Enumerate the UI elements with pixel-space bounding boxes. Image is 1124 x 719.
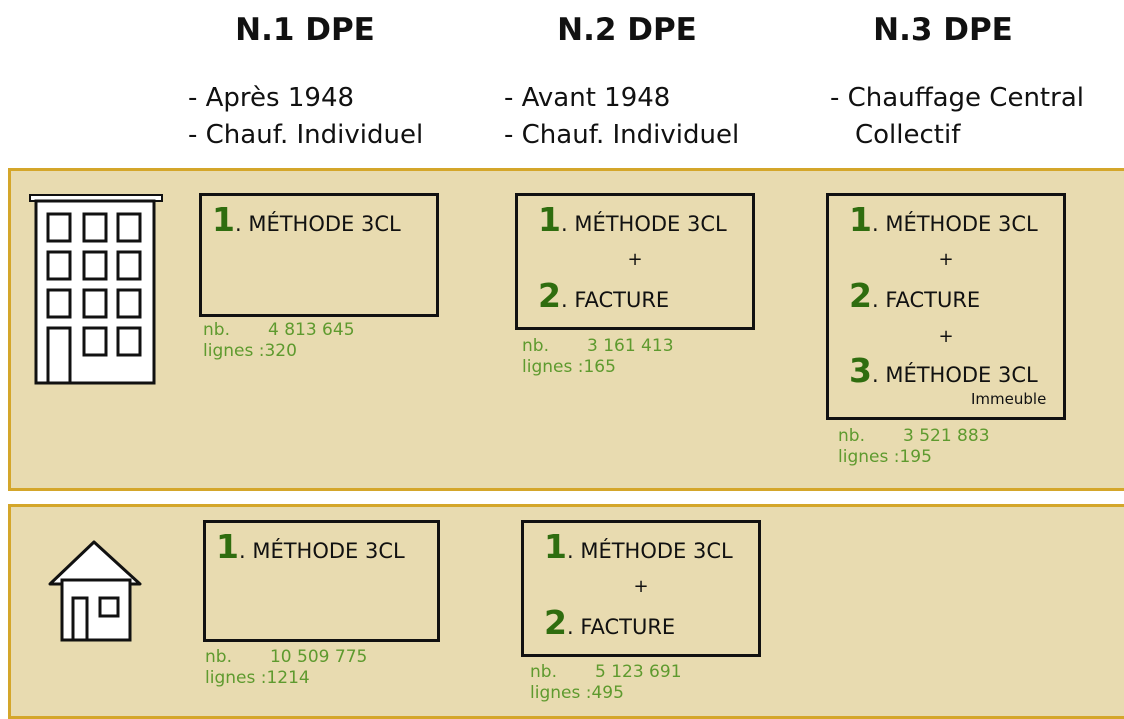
column-title-n1: N.1 DPE: [235, 12, 375, 48]
lignes-value: 1214: [266, 668, 310, 688]
lignes-label: lignes :: [522, 357, 584, 377]
step-number-1: 1: [212, 200, 235, 239]
step-number-1: 1: [544, 527, 567, 566]
methode-label: . MÉTHODE 3CL: [560, 212, 727, 236]
house-icon: [48, 540, 142, 642]
nb-value: 4 813 645: [267, 320, 355, 340]
criteria-n2: - Avant 1948 - Chauf. Individuel: [504, 80, 739, 154]
facture-label: . FACTURE: [560, 288, 670, 312]
lignes-label: lignes :: [838, 447, 900, 467]
lignes-value: 195: [899, 447, 932, 467]
stats-maison-n1: nb. 10 509 775 lignes :1214: [205, 647, 367, 689]
step-number-2: 2: [538, 276, 561, 315]
lignes-value: 165: [583, 357, 616, 377]
method-line-3cl: 1. MÉTHODE 3CL: [849, 200, 1063, 239]
lignes-label: lignes :: [205, 668, 267, 688]
criteria-n1: - Après 1948 - Chauf. Individuel: [188, 80, 423, 154]
stats-maison-n2: nb. 5 123 691 lignes :495: [530, 662, 682, 704]
method-line-3cl: 1. MÉTHODE 3CL: [212, 200, 436, 239]
column-title-n3: N.3 DPE: [873, 12, 1013, 48]
method-line-3cl: 1. MÉTHODE 3CL: [538, 200, 752, 239]
criteria-n3: - Chauffage Central Collectif: [830, 80, 1084, 154]
methode-label: . MÉTHODE 3CL: [871, 212, 1038, 236]
column-title-n2: N.2 DPE: [557, 12, 697, 48]
criteria-n1-line2: - Chauf. Individuel: [188, 120, 424, 150]
lignes-value: 495: [591, 683, 624, 703]
criteria-n2-line1: - Avant 1948: [504, 83, 671, 113]
plus-sign: +: [938, 326, 954, 347]
nb-label: nb.: [205, 647, 232, 667]
criteria-n1-line1: - Après 1948: [188, 83, 355, 113]
nb-value: 10 509 775: [269, 647, 368, 667]
method-box-immeuble-n2: 1. MÉTHODE 3CL + 2. FACTURE: [515, 193, 755, 330]
apartment-building-icon: [29, 194, 163, 385]
method-line-3cl-immeuble: 3. MÉTHODE 3CL: [849, 351, 1063, 390]
step-number-1: 1: [538, 200, 561, 239]
methode-label: . MÉTHODE 3CL: [871, 363, 1038, 387]
method-box-immeuble-n3: 1. MÉTHODE 3CL + 2. FACTURE + 3. MÉTHODE…: [826, 193, 1066, 420]
method-box-maison-n1: 1. MÉTHODE 3CL: [203, 520, 440, 642]
lignes-label: lignes :: [530, 683, 592, 703]
nb-label: nb.: [530, 662, 557, 682]
method-box-maison-n2: 1. MÉTHODE 3CL + 2. FACTURE: [521, 520, 761, 657]
nb-label: nb.: [522, 336, 549, 356]
facture-label: . FACTURE: [871, 288, 981, 312]
method-line-facture: 2. FACTURE: [538, 276, 752, 315]
method-line-facture: 2. FACTURE: [849, 276, 1063, 315]
criteria-n2-line2: - Chauf. Individuel: [504, 120, 740, 150]
immeuble-sublabel: Immeuble: [971, 390, 1047, 408]
method-line-3cl: 1. MÉTHODE 3CL: [216, 527, 437, 566]
methode-label: . MÉTHODE 3CL: [238, 539, 405, 563]
criteria-n3-line2: Collectif: [855, 120, 961, 150]
step-number-2: 2: [544, 603, 567, 642]
methode-label: . MÉTHODE 3CL: [234, 212, 401, 236]
criteria-n3-line1: - Chauffage Central: [830, 83, 1084, 113]
lignes-label: lignes :: [203, 341, 265, 361]
method-box-immeuble-n1: 1. MÉTHODE 3CL: [199, 193, 439, 317]
stats-immeuble-n3: nb. 3 521 883 lignes :195: [838, 426, 990, 468]
nb-label: nb.: [838, 426, 865, 446]
lignes-value: 320: [264, 341, 297, 361]
plus-sign: +: [633, 576, 649, 597]
nb-value: 3 161 413: [586, 336, 674, 356]
nb-value: 3 521 883: [902, 426, 990, 446]
nb-label: nb.: [203, 320, 230, 340]
method-line-3cl: 1. MÉTHODE 3CL: [544, 527, 758, 566]
step-number-2: 2: [849, 276, 872, 315]
facture-label: . FACTURE: [566, 615, 676, 639]
step-number-1: 1: [216, 527, 239, 566]
plus-sign: +: [938, 249, 954, 270]
stats-immeuble-n1: nb. 4 813 645 lignes :320: [203, 320, 355, 362]
plus-sign: +: [627, 249, 643, 270]
step-number-1: 1: [849, 200, 872, 239]
nb-value: 5 123 691: [594, 662, 682, 682]
method-line-facture: 2. FACTURE: [544, 603, 758, 642]
methode-label: . MÉTHODE 3CL: [566, 539, 733, 563]
stats-immeuble-n2: nb. 3 161 413 lignes :165: [522, 336, 674, 378]
step-number-3: 3: [849, 351, 872, 390]
